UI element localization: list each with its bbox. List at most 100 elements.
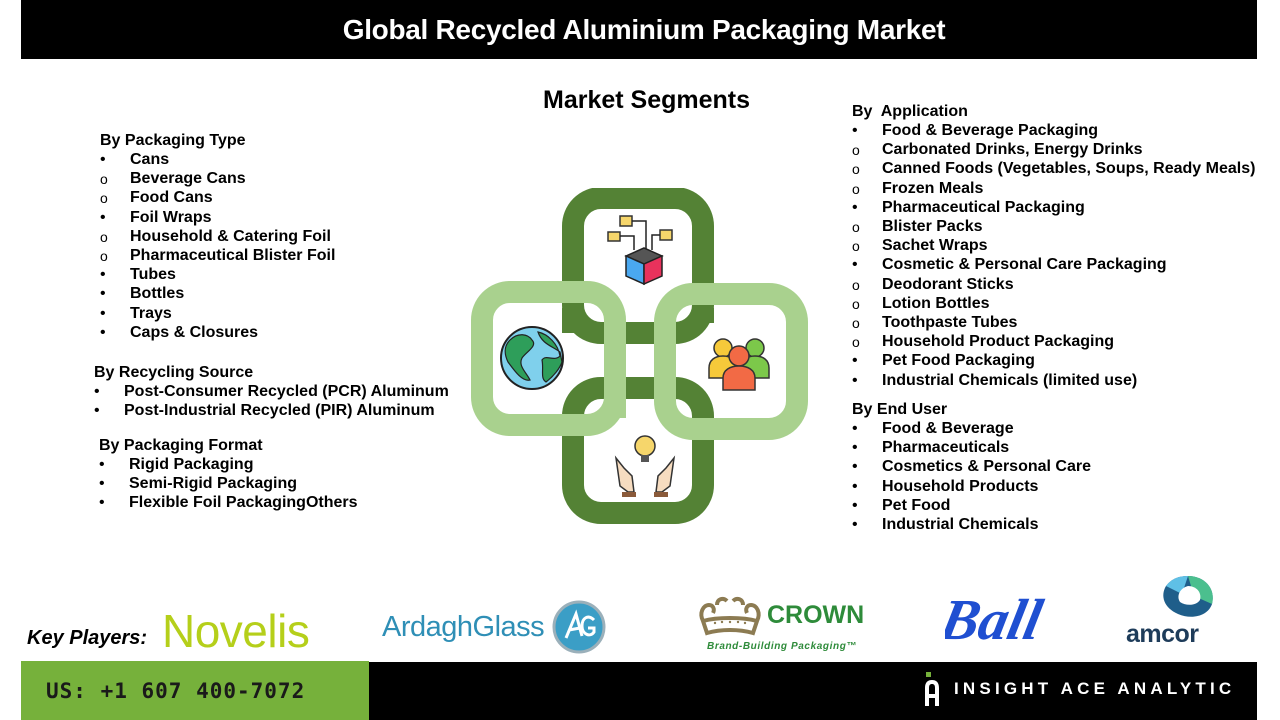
bullet-icon: • [99,475,105,493]
segment-item-label: Post-Consumer Recycled (PCR) Aluminum [124,383,449,400]
segment-item: • Food & Beverage [852,419,1091,438]
hollow-bullet-icon: o [852,142,860,159]
segment-item: • Caps & Closures [100,323,335,342]
segment-list: • Post-Consumer Recycled (PCR) Aluminum•P… [94,382,449,420]
segment-item-label: Pharmaceutical Blister Foil [130,247,336,265]
logo-ball: Ball [933,583,1055,658]
contact-phone: US: +1 607 400-7072 [21,661,369,720]
bullet-icon: • [100,323,106,341]
segment-item: •Industrial Chemicals [852,515,1091,534]
segment-item-label: Lotion Bottles [882,294,990,312]
bullet-icon: • [100,266,106,284]
segments-diagram [470,187,810,528]
segment-item: •Household Products [852,477,1091,496]
segment-item: o Canned Foods (Vegetables, Soups, Ready … [852,159,1255,178]
segment-title: By Packaging Type [100,132,246,149]
ardagh-wordmark: ArdaghGlass [382,610,545,643]
svg-text:Ball: Ball [945,588,1049,652]
chain-link-top [562,187,714,344]
segment-item: o Toothpaste Tubes [852,313,1255,332]
segment-item-label: Food & Beverage [882,420,1014,437]
hollow-bullet-icon: o [852,295,860,312]
segment-end-user: By End User • Food & Beverage • Pharmaceuti… [852,400,1091,534]
segment-item-label: Caps & Closures [130,323,259,341]
crown-wordmark: CROWN [767,601,865,629]
hollow-bullet-icon: o [852,219,860,236]
segment-item-label: Flexible Foil PackagingOthers [129,494,358,512]
hollow-bullet-icon: o [100,248,108,265]
segment-item: • Flexible Foil PackagingOthers [99,493,358,512]
brand-name: INSIGHT ACE ANALYTIC [954,679,1236,698]
globe-icon [500,326,564,390]
bullet-icon: • [100,151,106,168]
bullet-icon: • [852,439,858,457]
segment-item-label: Household & Catering Foil [130,227,331,245]
segment-item: o Lotion Bottles [852,294,1255,313]
segment-title: By Recycling Source [94,364,254,381]
hollow-bullet-icon: o [100,171,108,188]
segment-item-label: Beverage Cans [130,170,246,188]
bullet-icon: • [99,456,105,473]
logo-crown: CROWN Brand-Building Packaging™ [697,595,877,655]
segment-item-label: Tubes [130,266,176,284]
segment-item-label: Pharmaceuticals [882,439,1010,457]
segment-item-label: Frozen Meals [882,179,984,197]
segment-item-label: Trays [130,304,172,322]
segment-title: By End User [852,401,948,418]
segment-packaging-format: By Packaging Format •Rigid Packaging•Sem… [99,436,358,513]
segment-application: By Application •Food & Beverage Packagin… [852,102,1255,390]
segment-list: •Rigid Packaging•Semi-Rigid Packaging•Fl… [99,455,358,513]
logo-ardagh-glass: ArdaghGlass [382,600,606,654]
segment-item: •Foil Wraps [100,208,335,227]
bullet-icon: • [852,371,858,389]
footer-brand-bar: INSIGHT ACE ANALYTIC [369,662,1257,720]
segment-item: •Cosmetics & Personal Care [852,457,1091,476]
hollow-bullet-icon: o [852,180,860,197]
hollow-bullet-icon: o [852,161,860,178]
segment-item-label: Pharmaceutical Packaging [882,198,1085,216]
hollow-bullet-icon: o [100,228,108,245]
segment-item: • Semi-Rigid Packaging [99,474,358,493]
bullet-icon: • [100,304,106,322]
segment-item-label: Pet Food Packaging [882,352,1035,370]
bullet-icon: • [94,383,100,400]
bullet-icon: • [852,420,858,437]
bullet-icon: • [94,402,100,420]
segment-item-label: Pet Food [882,496,951,514]
segment-item-label: Canned Foods (Vegetables, Soups, Ready M… [882,160,1256,178]
idea-hands-icon [614,435,676,497]
segment-item-label: Semi-Rigid Packaging [129,475,298,493]
ardagh-ag-emblem-icon [552,600,606,654]
hollow-bullet-icon: o [852,315,860,332]
hollow-bullet-icon: o [852,334,860,351]
hollow-bullet-icon: o [852,276,860,293]
segment-item: •Bottles [100,284,335,303]
segment-item-label: Deodorant Sticks [882,275,1014,293]
segment-item-label: Toothpaste Tubes [882,314,1018,332]
segment-item: • Tubes [100,265,335,284]
segment-item: •Industrial Chemicals (limited use) [852,371,1255,390]
bullet-icon: • [852,198,858,216]
segment-item-label: Cans [130,151,170,168]
segment-item-label: Food & Beverage Packaging [882,122,1099,139]
bullet-icon: • [852,256,858,274]
segment-item: •Post-Industrial Recycled (PIR) Aluminum [94,401,449,420]
insight-ace-logo-icon [925,672,939,706]
crown-tagline: Brand-Building Packaging™ [707,641,858,652]
segment-item-label: Food Cans [130,189,213,207]
segment-item: o Household & Catering Foil [100,227,335,246]
logo-amcor: amcor [1126,574,1218,652]
amcor-wordmark: amcor [1126,620,1199,648]
segment-item: o Beverage Cans [100,169,335,188]
bullet-icon: • [99,494,105,512]
segment-item: •Pet Food [852,496,1091,515]
network-box-icon [607,215,673,286]
chain-link-bottom [562,377,714,524]
chain-link-left [471,281,626,436]
